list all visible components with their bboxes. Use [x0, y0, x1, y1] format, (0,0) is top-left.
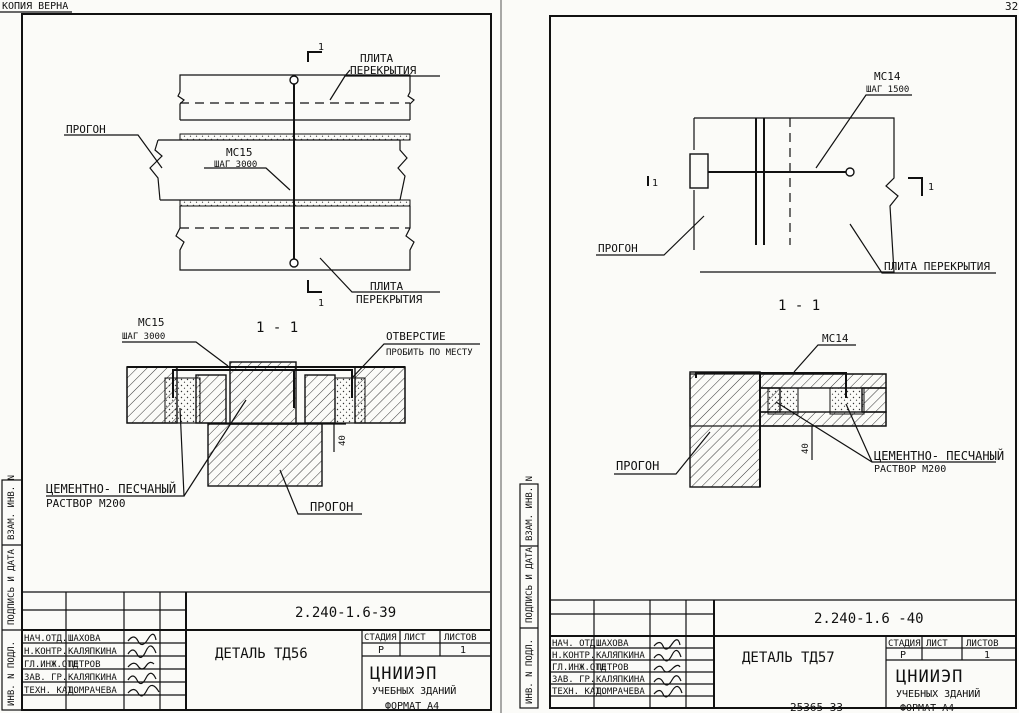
left-role-0: НАЧ.ОТД.	[24, 634, 67, 644]
right-section-mark-left: 1	[652, 178, 658, 189]
right-val-stage: Р	[900, 650, 906, 661]
left-role-3: ЗАВ. ГР.	[24, 673, 67, 683]
label-mortar-2: РАСТВОР М200	[46, 497, 125, 510]
right-hdr-sheets: ЛИСТОВ	[966, 639, 999, 649]
left-side-label-3: ВЗАМ. ИНВ. N	[7, 475, 17, 540]
label-mortar-1: ЦЕМЕНТНО- ПЕСЧАНЫЙ	[46, 481, 176, 496]
right-label-mc14: МС14	[874, 70, 901, 83]
label-sec-step: ШАГ 3000	[122, 332, 165, 342]
sheet-number: 32	[1005, 0, 1018, 13]
left-side-label-1: ИНВ. N ПОДЛ.	[7, 641, 17, 706]
copy-stamp: КОПИЯ ВЕРНА	[2, 1, 68, 12]
right-role-0: НАЧ. ОТД.	[552, 639, 601, 649]
right-label-slab: ПЛИТА ПЕРЕКРЫТИЯ	[884, 260, 990, 273]
right-name-2: ПЕТРОВ	[596, 663, 629, 673]
left-hdr-sheets: ЛИСТОВ	[444, 633, 477, 643]
right-name-1: КАЛЯПКИНА	[596, 651, 645, 661]
left-section-title: 1 - 1	[256, 320, 298, 336]
left-doc-code: 2.240-1.6-39	[295, 605, 396, 621]
right-val-sheets: 1	[984, 650, 990, 661]
right-side-label-1: ИНВ. N ПОДЛ.	[525, 639, 535, 704]
left-plan-view: 1 1 ПЛИТА ПЕРЕКРЫТИЯ ПРОГОН МС15 ШАГ 300…	[64, 42, 440, 309]
left-sheet: ИНВ. N ПОДЛ. ПОДПИСЬ И ДАТА ВЗАМ. ИНВ. N…	[1, 13, 492, 712]
right-role-3: ЗАВ. ГР.	[552, 675, 595, 685]
leader-tie	[204, 167, 291, 191]
right-dim-40: 40	[801, 443, 811, 454]
right-label-mortar-1: ЦЕМЕНТНО- ПЕСЧАНЫЙ	[874, 448, 1004, 463]
right-org-sub: УЧЕБНЫХ ЗДАНИЙ	[896, 687, 980, 700]
label-hole-1: ОТВЕРСТИЕ	[386, 330, 446, 343]
left-role-4: ТЕХН. КАТ.	[24, 686, 78, 696]
right-side-strip	[519, 483, 539, 709]
left-name-1: КАЛЯПКИНА	[68, 647, 117, 657]
left-side-label-2: ПОДПИСЬ И ДАТА	[7, 549, 17, 625]
right-label-purlin-section: ПРОГОН	[616, 459, 659, 473]
label-slab-top-1: ПЛИТА	[360, 52, 393, 65]
right-sheet-frame	[549, 15, 1017, 709]
left-detail-title: ДЕТАЛЬ ТД56	[215, 646, 308, 662]
right-format: ФОРМАТ А4	[900, 703, 954, 713]
left-section-mark-top: 1	[318, 42, 324, 53]
right-section-view: 1 - 1 40 МС14 ЦЕМЕНТНО- ПЕСЧАНЫЙ РАСТВОР…	[614, 298, 1004, 488]
right-detail-title: ДЕТАЛЬ ТД57	[742, 650, 835, 666]
right-label-step: ШАГ 1500	[866, 85, 909, 95]
label-slab-bottom-1: ПЛИТА	[370, 280, 403, 293]
leader-purlin	[64, 134, 163, 169]
label-tie-mc15: МС15	[226, 146, 253, 159]
right-side-label-2: ПОДПИСЬ И ДАТА	[525, 547, 535, 623]
section-mark-top	[307, 51, 322, 62]
right-org: ЦНИИЭП	[896, 667, 963, 687]
label-slab-bottom-2: ПЕРЕКРЫТИЯ	[356, 293, 423, 306]
right-side-label-3: ВЗАМ. ИНВ. N	[525, 476, 535, 541]
left-name-0: ШАХОВА	[68, 634, 101, 644]
right-name-4: ДОМРАЧЕВА	[596, 687, 645, 697]
left-name-2: ПЕТРОВ	[68, 660, 101, 670]
left-org: ЦНИИЭП	[370, 664, 437, 684]
right-role-1: Н.КОНТР.	[552, 651, 595, 661]
section-mark-bottom	[307, 280, 322, 293]
left-section-mark-bottom: 1	[318, 298, 324, 309]
left-val-sheets: 1	[460, 645, 466, 656]
right-signatures	[653, 639, 683, 698]
right-section-mark-right: 1	[928, 182, 934, 193]
left-name-3: КАЛЯПКИНА	[68, 673, 117, 683]
right-footer-number: 25365 33	[790, 701, 843, 713]
left-sheet-frame	[21, 13, 492, 711]
right-label-mortar-2: РАСТВОР М200	[874, 464, 946, 475]
right-plan-view: 1 1 МС14 ШАГ 1500 ПРОГОН ПЛИТА ПЕРЕКРЫТИ…	[596, 70, 996, 274]
right-doc-code: 2.240-1.6 -40	[814, 611, 924, 627]
right-name-0: ШАХОВА	[596, 639, 629, 649]
right-role-2: ГЛ.ИНЖ.ОТД	[552, 663, 607, 673]
left-section-view: 1 - 1 40 МС15 ШАГ 3000 ОТВЕРСТИЕ	[46, 316, 480, 515]
right-hdr-stage: СТАДИЯ	[888, 639, 921, 649]
left-hdr-sheet: ЛИСТ	[404, 633, 426, 643]
right-section-title: 1 - 1	[778, 298, 820, 314]
right-label-sec-mc14: МС14	[822, 332, 849, 345]
right-sheet: ИНВ. N ПОДЛ. ПОДПИСЬ И ДАТА ВЗАМ. ИНВ. N…	[519, 15, 1017, 713]
right-label-purlin-plan: ПРОГОН	[598, 242, 638, 255]
right-hdr-sheet: ЛИСТ	[926, 639, 948, 649]
left-name-4: ДОМРАЧЕВА	[68, 686, 117, 696]
left-role-1: Н.КОНТР.	[24, 647, 67, 657]
label-slab-top-2: ПЕРЕКРЫТИЯ	[350, 64, 417, 77]
leader-slab-bottom	[319, 257, 440, 293]
label-tie-step: ШАГ 3000	[214, 160, 257, 170]
left-format: ФОРМАТ А4	[385, 701, 439, 712]
left-role-2: ГЛ.ИНЖ.ОТД	[24, 660, 79, 670]
right-role-4: ТЕХН. КАТ.	[552, 687, 606, 697]
label-hole-2: ПРОБИТЬ ПО МЕСТУ	[386, 348, 473, 358]
label-purlin-section: ПРОГОН	[310, 500, 353, 514]
left-org-sub: УЧЕБНЫХ ЗДАНИЙ	[372, 684, 456, 697]
label-purlin-plan: ПРОГОН	[66, 123, 106, 136]
right-title-block: 2.240-1.6 -40 ДЕТАЛЬ ТД57 СТАДИЯ ЛИСТ ЛИ…	[550, 599, 1016, 713]
left-val-stage: Р	[378, 645, 384, 656]
label-sec-mc15: МС15	[138, 316, 165, 329]
left-title-block: 2.240-1.6-39 ДЕТАЛЬ ТД56 СТАДИЯ ЛИСТ ЛИС…	[22, 591, 491, 712]
left-hdr-stage: СТАДИЯ	[364, 633, 397, 643]
left-signatures	[127, 633, 160, 697]
right-name-3: КАЛЯПКИНА	[596, 675, 645, 685]
left-dim-40: 40	[338, 435, 348, 446]
